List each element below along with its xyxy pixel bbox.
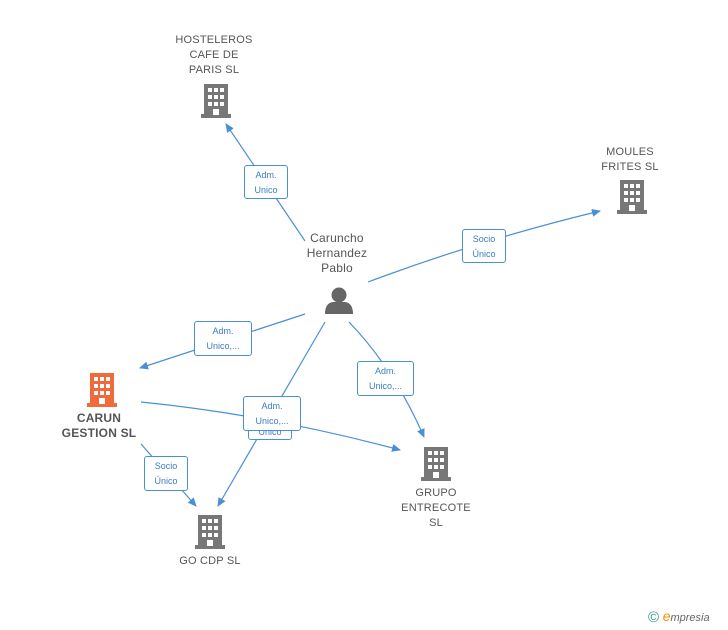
building-icon[interactable] bbox=[201, 84, 231, 118]
node-label-moules[interactable]: MOULES FRITES SL bbox=[601, 146, 659, 173]
edge-label-carun-gocdp[interactable]: Socio Único bbox=[144, 456, 188, 491]
brand-name: mpresia bbox=[670, 612, 710, 624]
building-icon[interactable] bbox=[87, 373, 117, 407]
building-icon[interactable] bbox=[421, 447, 451, 481]
person-icon[interactable] bbox=[325, 287, 353, 315]
edge-label-to-grupo[interactable]: Adm. Unico,... bbox=[357, 361, 414, 396]
copyright-symbol: © bbox=[648, 609, 660, 626]
edge-label-to-carun[interactable]: Adm. Unico,... bbox=[194, 321, 252, 356]
building-icon[interactable] bbox=[195, 515, 225, 549]
footer-brand: © empresia bbox=[648, 608, 710, 626]
edge-label-to-hosteleros[interactable]: Adm. Unico bbox=[244, 165, 288, 199]
node-label-person[interactable]: Caruncho Hernandez Pablo bbox=[306, 231, 368, 275]
node-label-hosteleros[interactable]: HOSTELEROS CAFE DE PARIS SL bbox=[175, 34, 253, 76]
brand-initial: e bbox=[662, 608, 671, 624]
node-label-gocdp[interactable]: GO CDP SL bbox=[179, 555, 241, 567]
building-icon[interactable] bbox=[617, 180, 647, 214]
edge-label-to-moules[interactable]: Socio Único bbox=[462, 229, 506, 263]
edge-label-carun-grupo[interactable]: Adm. Unico,... bbox=[243, 396, 301, 431]
node-label-grupo[interactable]: GRUPO ENTRECOTE SL bbox=[401, 487, 471, 529]
node-label-carun[interactable]: CARUN GESTION SL bbox=[61, 411, 137, 440]
